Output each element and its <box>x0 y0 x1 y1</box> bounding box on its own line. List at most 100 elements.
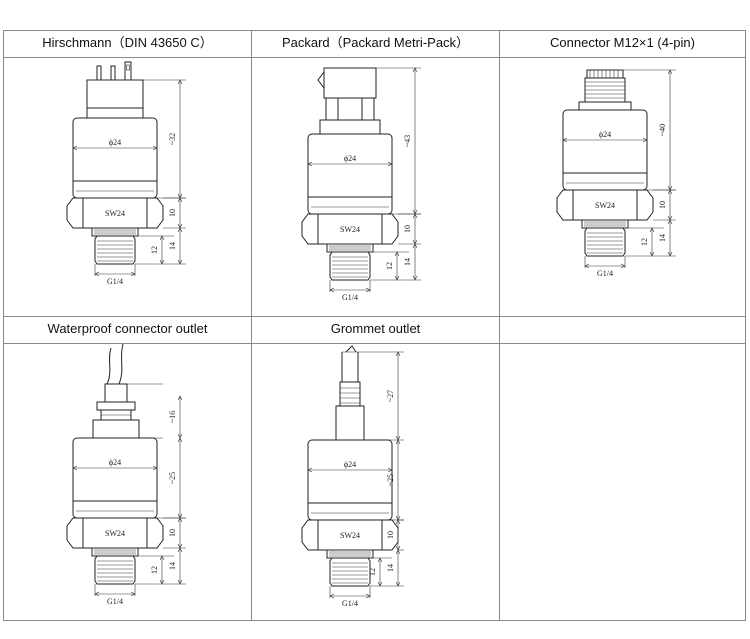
panel-title-grommet: Grommet outlet <box>330 321 421 336</box>
port-height-dimension-arrow-top <box>667 219 673 225</box>
top-height-label: ~16 <box>168 411 177 423</box>
sensor-body <box>307 133 393 215</box>
pin-hole <box>126 64 130 71</box>
hex-height-dimension-arrow-top <box>395 519 401 525</box>
grommet-sleeve <box>339 381 361 407</box>
port-height-label: 14 <box>168 242 177 250</box>
port-height-label: 14 <box>403 258 412 266</box>
diameter-dimension-arrow-right <box>152 145 158 151</box>
panel-title-m12: Connector M12×1 (4-pin) <box>550 35 695 50</box>
sensor-body <box>72 117 158 199</box>
thread-height-dimension-arrow-bottom <box>159 259 165 265</box>
thread-label: G1/4 <box>107 597 123 606</box>
diameter-dimension-arrow-left <box>307 161 313 167</box>
gland-cap <box>96 401 136 411</box>
hex-nut <box>301 519 399 551</box>
thread-height-dimension-arrow-top <box>394 251 400 257</box>
total-height-dimension-arrow-top <box>412 67 418 73</box>
hex-height-label: 10 <box>168 529 177 537</box>
thread-height-dimension-arrow-bottom <box>394 275 400 281</box>
total-height-dimension-arrow-top <box>177 79 183 85</box>
hex-size-label: SW24 <box>340 225 360 234</box>
total-height-label: ~43 <box>403 135 412 147</box>
port-height-dimension-arrow-top <box>177 547 183 553</box>
port-height-dimension-arrow-bottom <box>177 259 183 265</box>
port-height-dimension-arrow-top <box>412 243 418 249</box>
diameter-dimension-arrow-right <box>387 161 393 167</box>
port-height-dimension-arrow-bottom <box>412 275 418 281</box>
diameter-label: ϕ24 <box>109 138 121 147</box>
thread-port <box>329 557 371 587</box>
hex-nut <box>556 189 654 221</box>
top-height-label: ~27 <box>386 390 395 402</box>
thread-dimension-arrow-left <box>94 271 100 277</box>
total-height-label: ~40 <box>658 124 667 136</box>
hex-height-dimension-arrow-top <box>177 197 183 203</box>
thread-port <box>94 555 136 585</box>
latch-tab <box>317 71 325 89</box>
hex-size-label: SW24 <box>340 531 360 540</box>
port-height-dimension-arrow-bottom <box>395 581 401 587</box>
m12-collar <box>578 101 632 111</box>
thread-height-label: 12 <box>640 238 649 246</box>
connector-housing <box>86 79 144 119</box>
total-height-label: ~32 <box>168 133 177 145</box>
pin-2 <box>110 65 116 81</box>
panel-title-waterproof: Waterproof connector outlet <box>47 321 208 336</box>
hex-height-label: 10 <box>386 531 395 539</box>
thread-label: G1/4 <box>597 269 613 278</box>
port-height-label: 14 <box>386 564 395 572</box>
cable-tip <box>345 345 357 353</box>
port-height-dimension-arrow-bottom <box>177 579 183 585</box>
thread-height-dimension-arrow-top <box>159 555 165 561</box>
hex-nut <box>301 213 399 245</box>
thread-dimension-arrow-left <box>94 591 100 597</box>
hex-size-label: SW24 <box>105 209 125 218</box>
thread-height-dimension-arrow-bottom <box>159 579 165 585</box>
hex-size-label: SW24 <box>595 201 615 210</box>
hex-nut <box>66 517 164 549</box>
thread-dimension-arrow-right <box>365 593 371 599</box>
thread-height-dimension-arrow-bottom <box>377 581 383 587</box>
port-height-label: 14 <box>168 562 177 570</box>
hex-nut <box>66 197 164 229</box>
total-height-dimension-arrow-top <box>395 439 401 445</box>
thread-label: G1/4 <box>342 293 358 302</box>
cable-sheath <box>104 383 128 403</box>
cable-edge-left <box>106 347 112 385</box>
thread-dimension-arrow-left <box>584 263 590 269</box>
grommet-boot <box>335 405 365 441</box>
thread-dimension-arrow-left <box>329 593 335 599</box>
thread-dimension-arrow-right <box>130 271 136 277</box>
thread-height-label: 12 <box>368 568 377 576</box>
thread-height-dimension-arrow-bottom <box>649 251 655 257</box>
thread-height-dimension-arrow-top <box>159 235 165 241</box>
sensor-body <box>307 439 393 521</box>
thread-dimension-arrow-left <box>329 287 335 293</box>
pin-ground <box>124 61 132 81</box>
gland-body <box>92 419 140 439</box>
top-height-dimension-arrow-top <box>177 395 183 401</box>
hex-height-dimension-arrow-top <box>177 517 183 523</box>
sensor-body <box>72 437 158 519</box>
sensor-body <box>562 109 648 191</box>
m12-knurl-cap <box>586 69 624 79</box>
diameter-dimension-arrow-left <box>307 467 313 473</box>
cable-edge-right <box>118 344 124 385</box>
total-height-dimension-arrow-top <box>177 437 183 443</box>
pin-1 <box>96 65 102 81</box>
thread-dimension-arrow-right <box>130 591 136 597</box>
total-height-label: ~25 <box>168 472 177 484</box>
thread-port <box>584 227 626 257</box>
diameter-label: ϕ24 <box>344 154 356 163</box>
thread-label: G1/4 <box>107 277 123 286</box>
hex-height-label: 10 <box>658 201 667 209</box>
hex-height-dimension-arrow-top <box>667 189 673 195</box>
diameter-dimension-arrow-right <box>387 467 393 473</box>
